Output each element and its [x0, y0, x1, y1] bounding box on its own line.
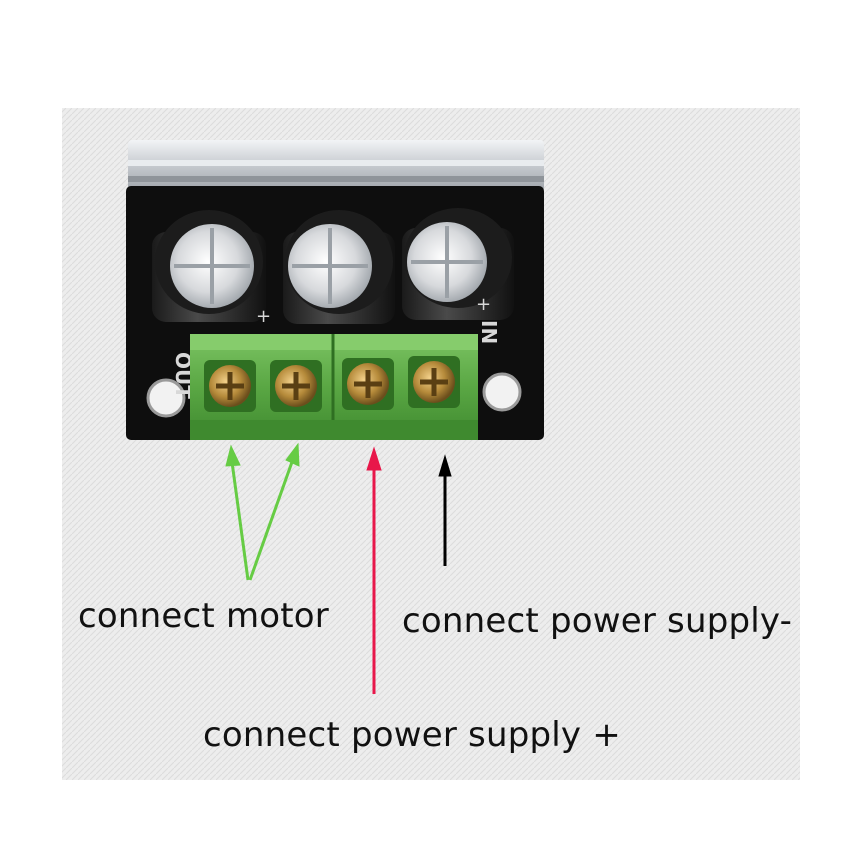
connect-power-positive-label: connect power supply +: [203, 715, 621, 755]
power-negative-arrow: [438, 454, 452, 566]
capacitor-icon: [402, 208, 514, 320]
motor-arrow: [225, 442, 300, 581]
heatsink: [128, 140, 544, 192]
screw-icon: [408, 356, 460, 408]
board-marking-in: IN: [477, 320, 501, 344]
board-marking-plus-left: +: [256, 306, 271, 327]
capacitor-icon: [283, 210, 395, 324]
screw-icon: [204, 360, 256, 412]
screw-icon: [342, 358, 394, 410]
power-positive-arrow: [366, 446, 382, 694]
screw-icon: [270, 360, 322, 412]
connect-power-negative-label: connect power supply-: [402, 601, 793, 641]
capacitor-icon: [152, 210, 266, 322]
mounting-hole-right: [482, 372, 522, 412]
terminal-block: [190, 334, 478, 440]
mounting-hole-left: [146, 378, 186, 418]
board-marking-plus-right: +: [476, 294, 491, 315]
connect-motor-label: connect motor: [78, 596, 329, 636]
